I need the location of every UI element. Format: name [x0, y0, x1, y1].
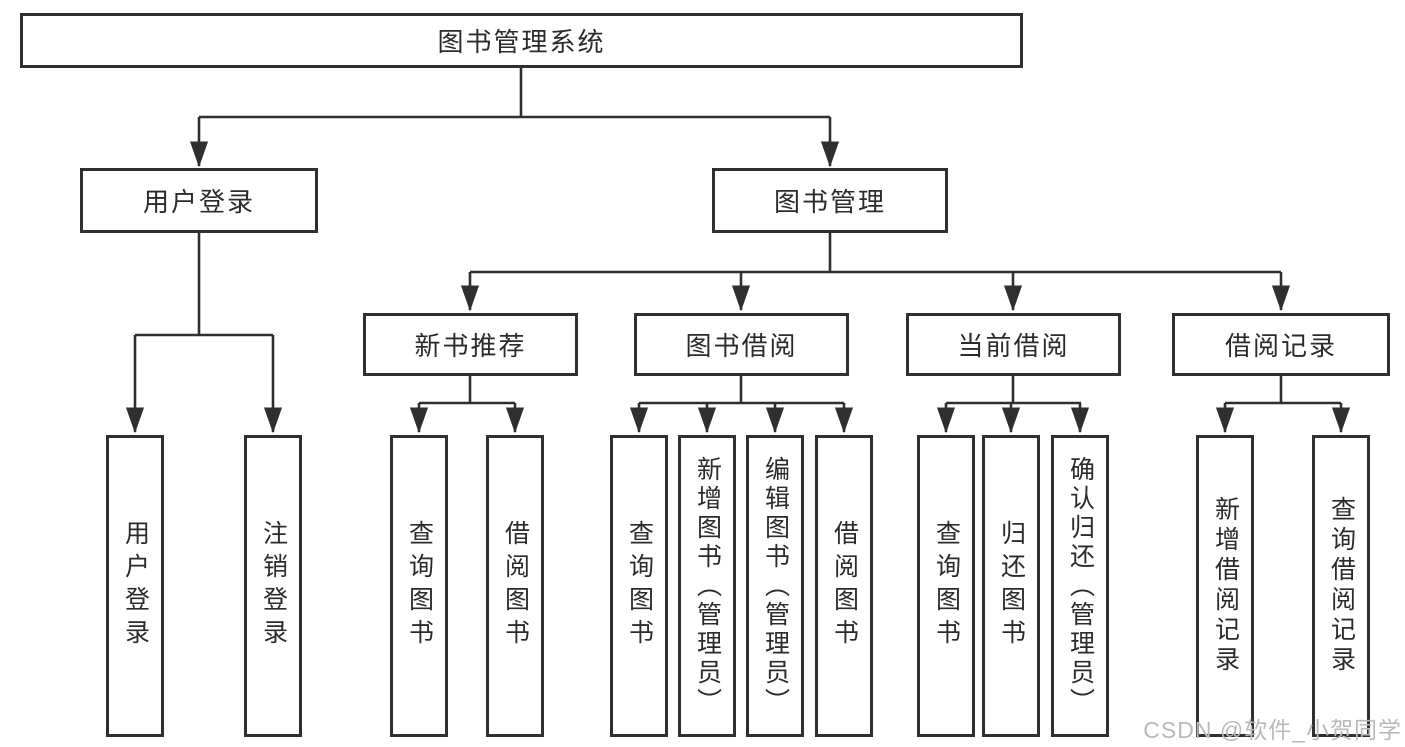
- leaf-cb-query-book: 查询图书: [917, 435, 975, 737]
- leaf-br-add-record: 新增借阅记录: [1196, 435, 1254, 737]
- node-user-login: 用户登录: [80, 168, 318, 233]
- leaf-bb-edit-book-admin-label: 编辑图书（管理员）: [761, 455, 790, 717]
- node-book-mgmt: 图书管理: [712, 168, 948, 233]
- node-current-borrow-label: 当前借阅: [957, 331, 1070, 361]
- leaf-bb-add-book-admin: 新增图书（管理员）: [678, 435, 736, 737]
- node-user-login-label: 用户登录: [142, 187, 255, 217]
- connector-trunks: [135, 68, 1341, 405]
- watermark: CSDN @软件_小贺同学: [1143, 717, 1402, 743]
- leaf-cb-confirm-return-admin: 确认归还（管理员）: [1051, 435, 1109, 737]
- node-current-borrow: 当前借阅: [906, 313, 1121, 376]
- leaf-nb-borrow-book-label: 借阅图书: [501, 520, 530, 652]
- leaf-bb-edit-book-admin: 编辑图书（管理员）: [746, 435, 804, 737]
- leaf-bb-borrow-book-label: 借阅图书: [830, 520, 859, 652]
- leaf-cb-query-book-label: 查询图书: [932, 520, 961, 652]
- leaf-logout: 注销登录: [244, 435, 302, 737]
- node-borrow-record: 借阅记录: [1172, 313, 1390, 376]
- node-new-book-label: 新书推荐: [414, 331, 527, 361]
- leaf-nb-borrow-book: 借阅图书: [486, 435, 544, 737]
- leaf-br-add-record-label: 新增借阅记录: [1211, 496, 1240, 676]
- leaf-cb-return-book: 归还图书: [982, 435, 1040, 737]
- leaf-cb-return-book-label: 归还图书: [997, 520, 1026, 652]
- node-root: 图书管理系统: [20, 13, 1023, 68]
- leaf-bb-borrow-book: 借阅图书: [815, 435, 873, 737]
- leaf-br-query-record-label: 查询借阅记录: [1327, 496, 1356, 676]
- leaf-bb-query-book: 查询图书: [610, 435, 668, 737]
- leaf-nb-query-book-label: 查询图书: [405, 520, 434, 652]
- node-borrow-record-label: 借阅记录: [1224, 331, 1337, 361]
- node-book-mgmt-label: 图书管理: [773, 187, 886, 217]
- node-book-borrow-label: 图书借阅: [685, 331, 798, 361]
- leaf-user-login: 用户登录: [106, 435, 164, 737]
- leaf-logout-label: 注销登录: [259, 520, 288, 652]
- node-root-label: 图书管理系统: [437, 27, 606, 57]
- leaf-user-login-label: 用户登录: [121, 520, 150, 652]
- node-book-borrow: 图书借阅: [634, 313, 849, 376]
- leaf-cb-confirm-return-admin-label: 确认归还（管理员）: [1066, 455, 1095, 717]
- leaf-nb-query-book: 查询图书: [390, 435, 448, 737]
- leaf-bb-query-book-label: 查询图书: [625, 520, 654, 652]
- leaf-bb-add-book-admin-label: 新增图书（管理员）: [693, 455, 722, 717]
- node-new-book: 新书推荐: [363, 313, 578, 376]
- leaf-br-query-record: 查询借阅记录: [1312, 435, 1370, 737]
